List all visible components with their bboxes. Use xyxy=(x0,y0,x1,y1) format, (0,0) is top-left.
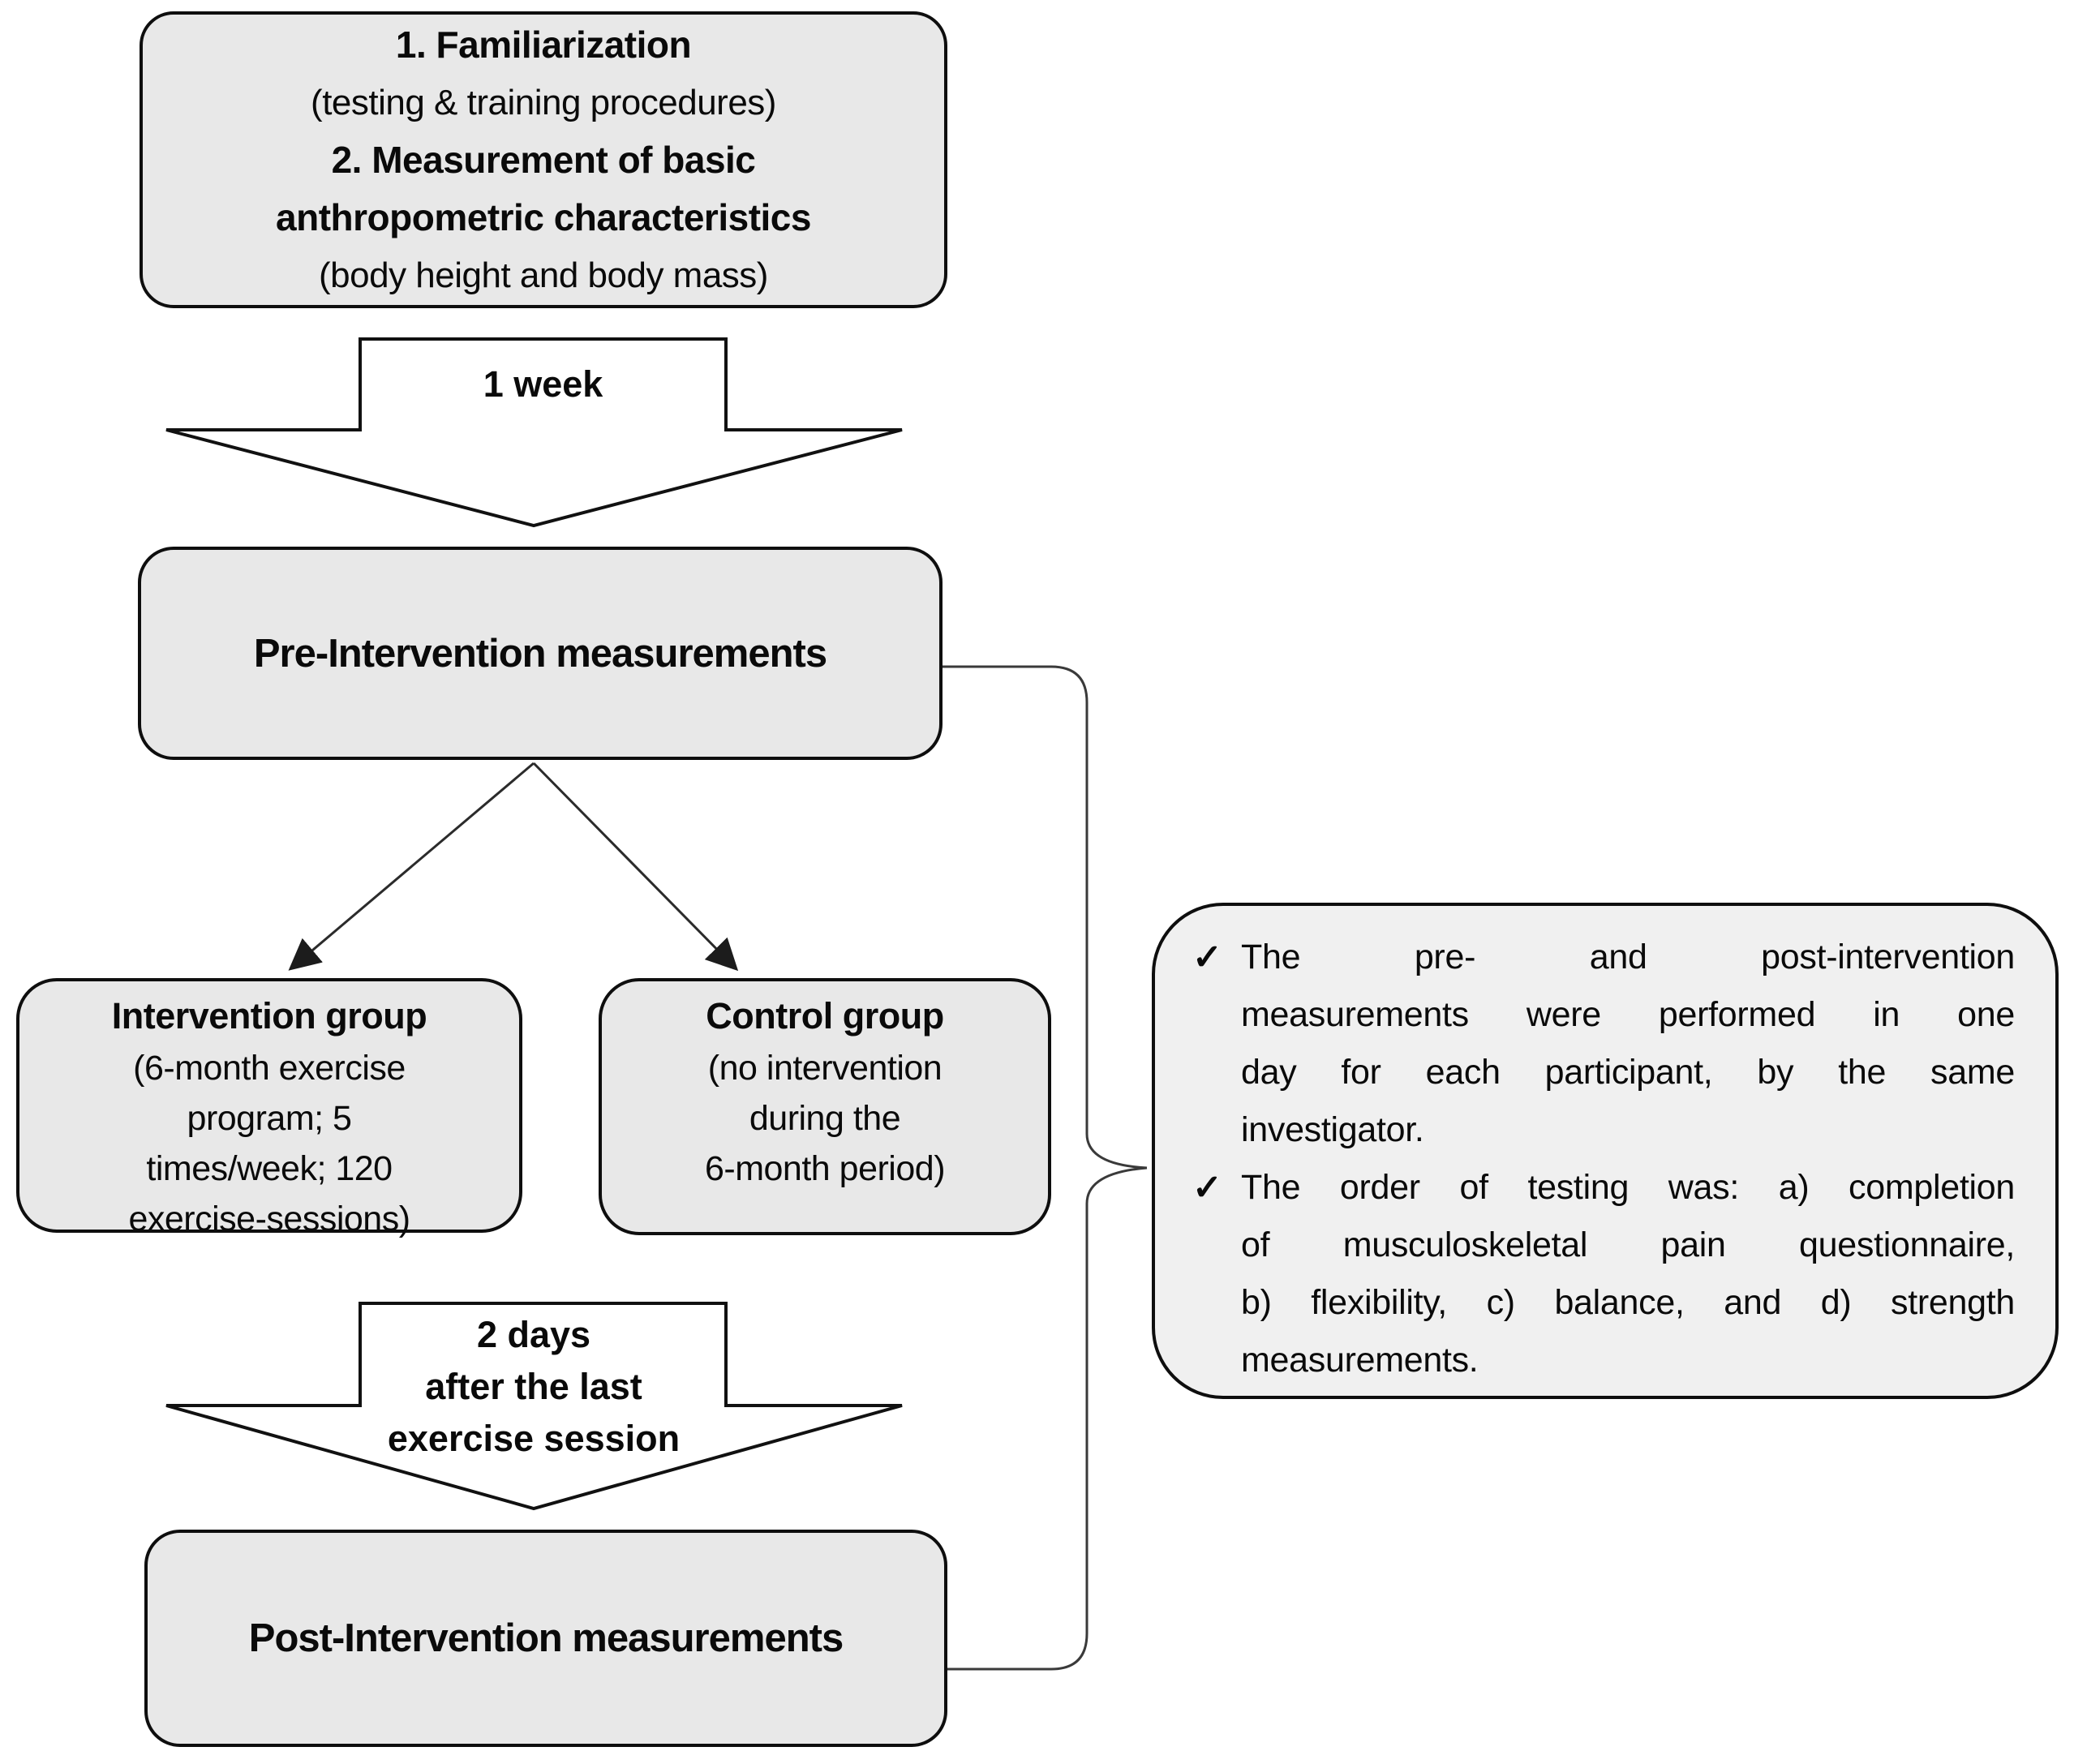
familiarization-line: anthropometric characteristics xyxy=(276,195,811,238)
callout-note-line: b) flexibility, c) balance, and d) stren… xyxy=(1241,1283,2015,1322)
block-arrow-2-days xyxy=(165,1302,903,1511)
intervention-line: exercise-sessions) xyxy=(128,1200,410,1238)
box-pre-intervention: Pre-Intervention measurements xyxy=(138,547,943,760)
callout-note-line: measurements. xyxy=(1241,1341,1479,1380)
callout-note-line: of musculoskeletal pain questionnaire, xyxy=(1241,1225,2015,1264)
brace-connector-top xyxy=(939,665,1148,1170)
control-line: Control group xyxy=(706,995,944,1037)
box-familiarization: 1. Familiarization (testing & training p… xyxy=(140,11,947,308)
familiarization-line: (testing & training procedures) xyxy=(311,82,776,122)
control-line: (no intervention xyxy=(707,1049,943,1088)
brace-connector-bottom xyxy=(946,1166,1148,1671)
intervention-line: Intervention group xyxy=(111,995,427,1037)
box-intervention-group: Intervention group (6-month exercise pro… xyxy=(16,978,522,1238)
arrow-to-control-group xyxy=(532,762,739,972)
arrow-label-1-week: 1 week xyxy=(360,342,726,427)
arrow-label-text: after the last xyxy=(425,1366,642,1407)
callout-item: ✓ The order of testing was: a) completio… xyxy=(1192,1159,2015,1389)
familiarization-line: 1. Familiarization xyxy=(395,23,692,66)
callout-note-line: measurements were performed in one xyxy=(1241,995,2015,1034)
arrow-label-2-days: 2 days after the last exercise session xyxy=(274,1309,793,1465)
control-line: during the xyxy=(749,1099,901,1138)
callout-note-line: investigator. xyxy=(1241,1110,1424,1149)
arrow-label-text: exercise session xyxy=(387,1418,681,1459)
callout-item: ✓ The pre- and post-intervention measure… xyxy=(1192,929,2015,1159)
callout-note-line: day for each participant, by the same xyxy=(1241,1053,2015,1092)
checkmark-icon: ✓ xyxy=(1192,938,1222,977)
post-intervention-title: Post-Intervention measurements xyxy=(248,1616,844,1660)
arrow-to-intervention-group xyxy=(288,762,535,971)
intervention-line: program; 5 xyxy=(187,1099,352,1138)
control-line: 6-month period) xyxy=(704,1149,946,1188)
pre-intervention-title: Pre-Intervention measurements xyxy=(253,631,827,676)
intervention-line: (6-month exercise xyxy=(133,1049,406,1088)
checkmark-icon: ✓ xyxy=(1192,1168,1222,1208)
intervention-line: times/week; 120 xyxy=(146,1149,393,1188)
box-control-group: Control group (no intervention during th… xyxy=(599,978,1051,1235)
callout-note-2: The order of testing was: a) completion … xyxy=(1241,1159,2015,1389)
callout-note-line: The pre- and post-intervention xyxy=(1241,938,2015,976)
arrow-label-text: 1 week xyxy=(483,363,603,405)
familiarization-line: (body height and body mass) xyxy=(319,255,768,295)
box-post-intervention: Post-Intervention measurements xyxy=(144,1530,947,1747)
block-arrow-1-week xyxy=(165,337,903,528)
familiarization-line: 2. Measurement of basic xyxy=(331,138,756,181)
arrow-label-text: 2 days xyxy=(476,1314,591,1355)
callout-note-line: The order of testing was: a) completion xyxy=(1241,1168,2015,1207)
callout-note-1: The pre- and post-intervention measureme… xyxy=(1241,929,2015,1159)
callout-notes: ✓ The pre- and post-intervention measure… xyxy=(1152,903,2059,1399)
